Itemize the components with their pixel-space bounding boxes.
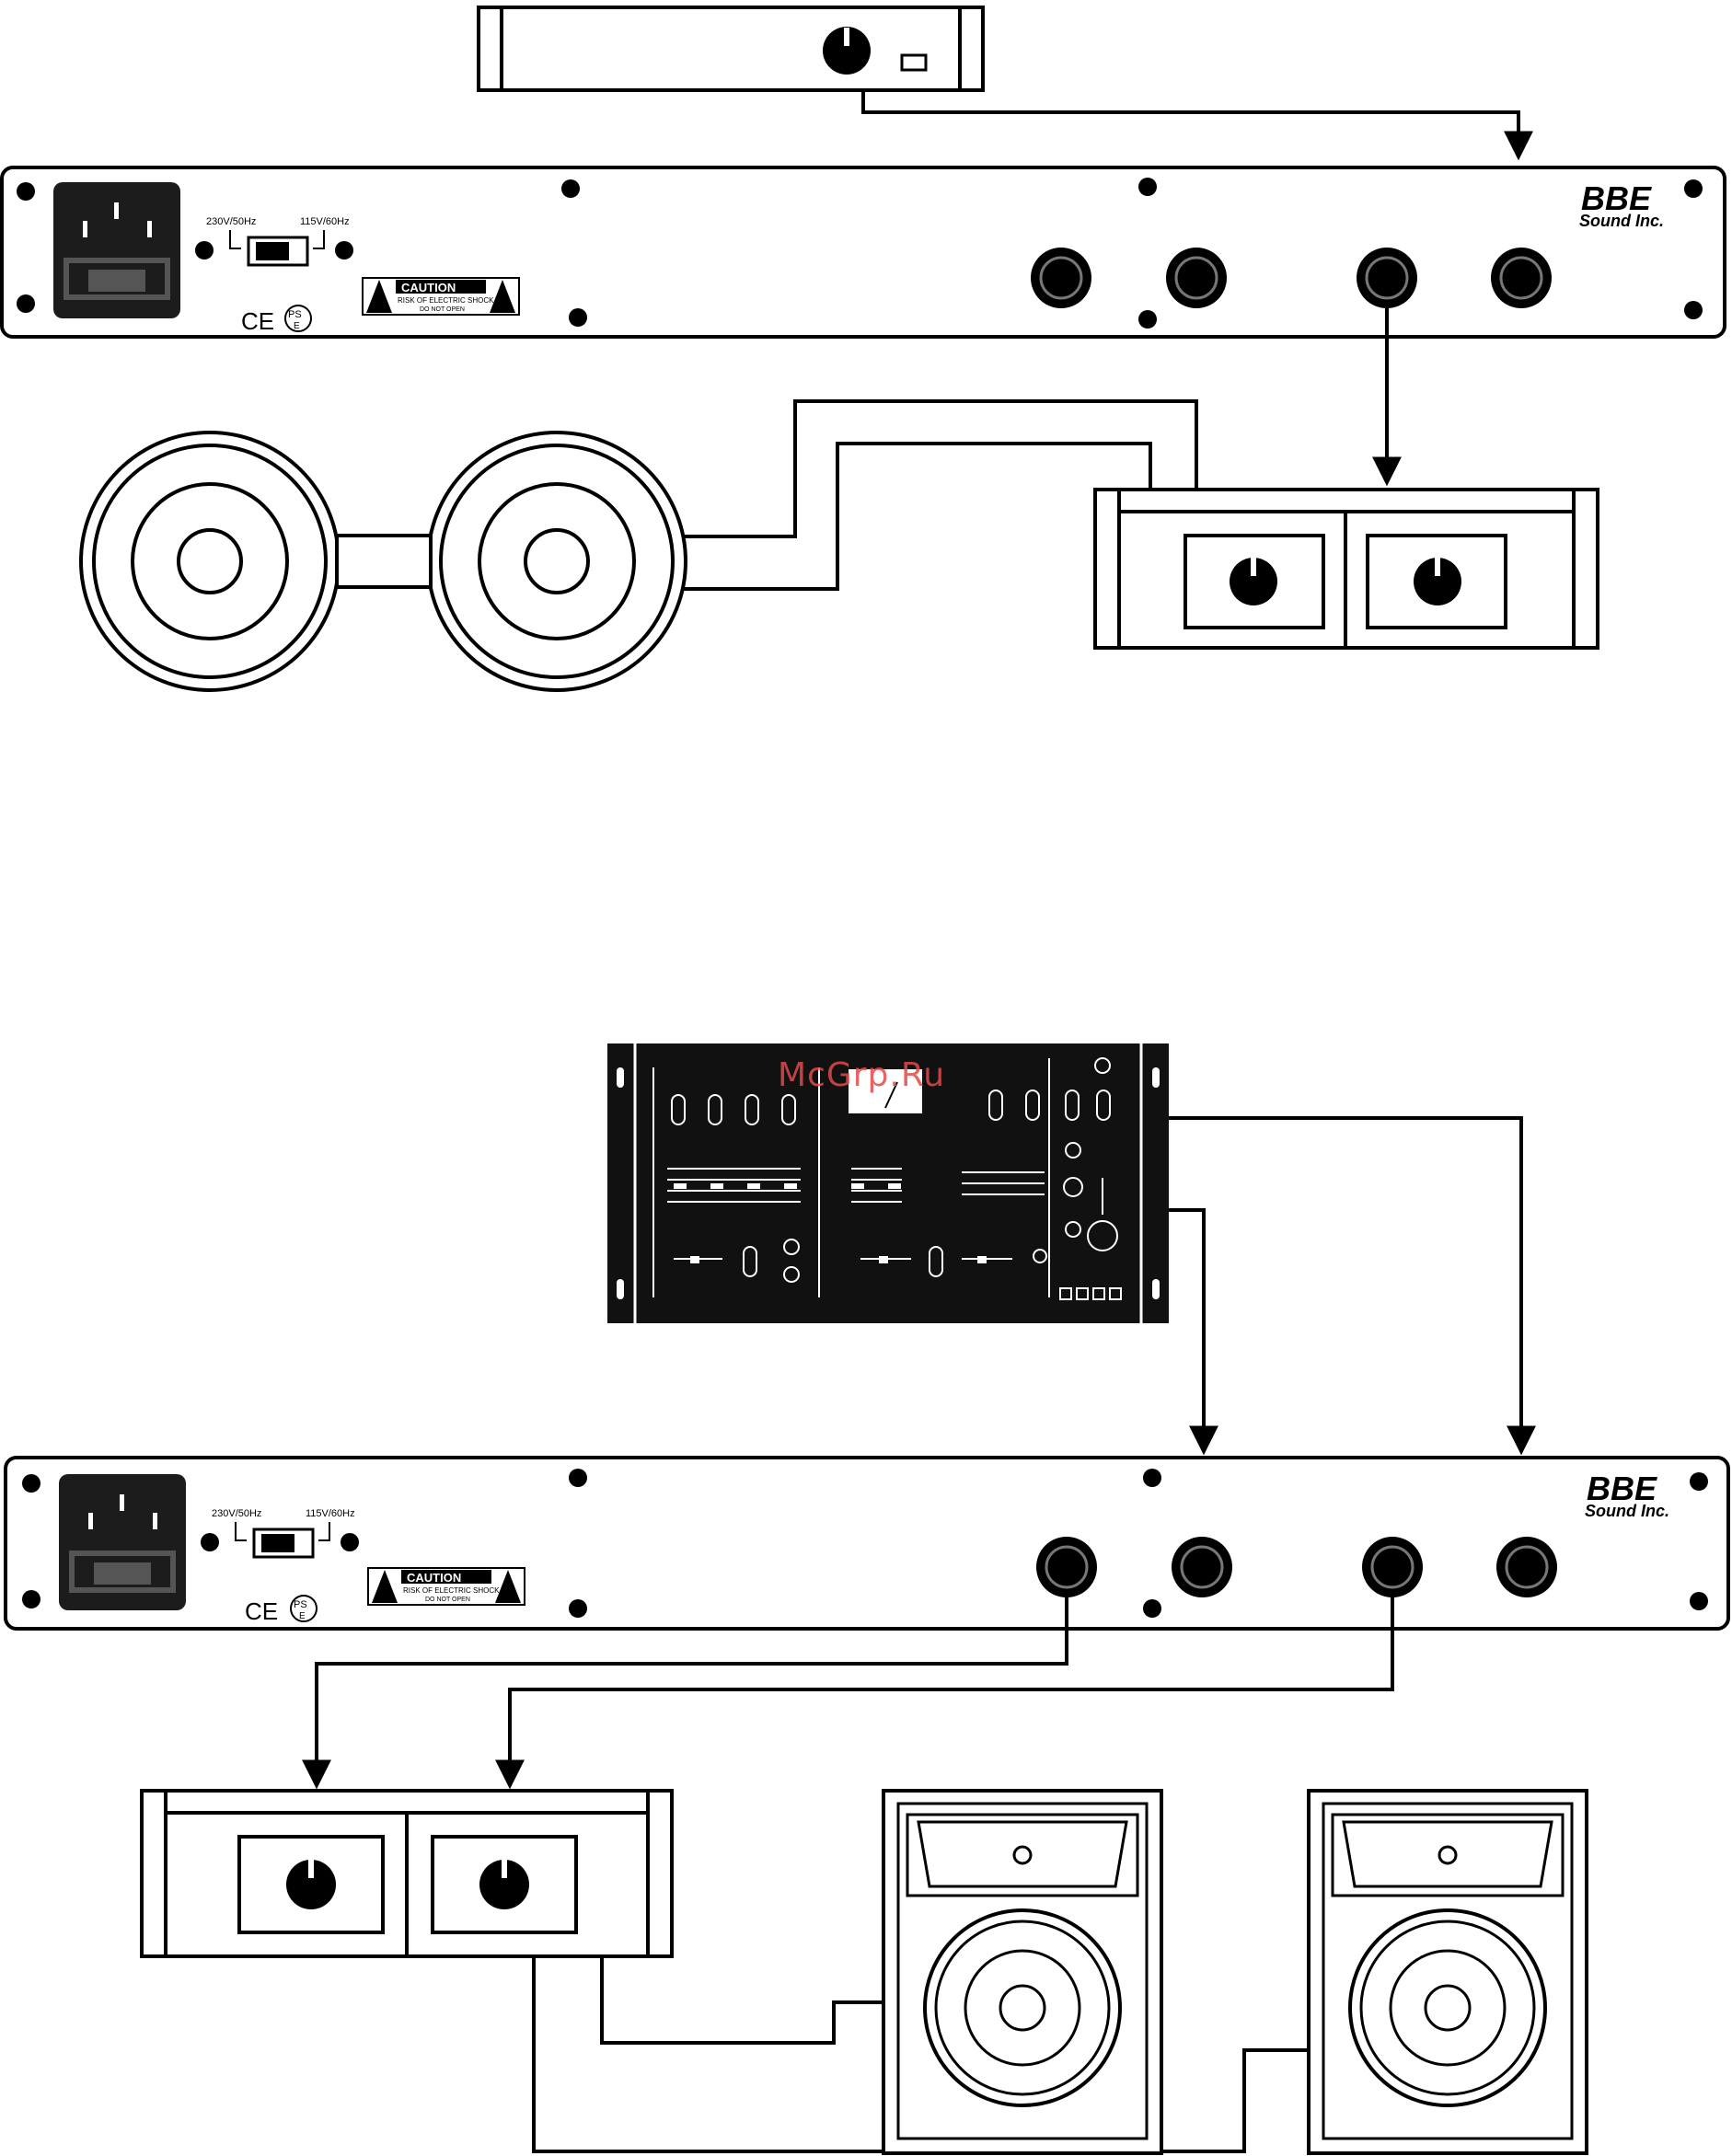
screw-icon: [17, 182, 35, 201]
caution-label: CAUTION RISK OF ELECTRIC SHOCK DO NOT OP…: [368, 1568, 525, 1605]
speaker-icon: [1309, 1791, 1587, 2153]
watermark: McGrp.Ru: [778, 1056, 945, 1094]
screw-icon: [341, 1533, 359, 1551]
voltage-label-right: 115V/60Hz: [300, 216, 350, 227]
screw-icon: [1684, 179, 1703, 198]
signal-cable-top-input: [863, 90, 1518, 155]
svg-text:RISK OF ELECTRIC SHOCK: RISK OF ELECTRIC SHOCK: [398, 296, 494, 305]
screw-icon: [22, 1474, 40, 1493]
jack-icon: [1172, 1537, 1232, 1597]
jack-icon: [1362, 1537, 1423, 1597]
screw-icon: [561, 179, 580, 198]
voltage-label-right: 115V/60Hz: [306, 1508, 355, 1519]
processor-rear-panel-top: 230V/50Hz 115V/60Hz CE PS E CAUTION RISK…: [2, 167, 1725, 337]
jack-icon: [1166, 248, 1227, 308]
screw-icon: [569, 308, 587, 327]
amplifier-bottom: [142, 1791, 672, 1956]
screw-icon: [201, 1533, 219, 1551]
svg-text:PS: PS: [288, 309, 302, 320]
speaker-icon: [81, 432, 339, 690]
ce-mark: CE: [245, 1597, 278, 1625]
svg-text:DO NOT OPEN: DO NOT OPEN: [425, 1597, 470, 1603]
caution-label: CAUTION RISK OF ELECTRIC SHOCK DO NOT OP…: [363, 278, 519, 315]
screw-icon: [1684, 301, 1703, 319]
jack-icon: [1496, 1537, 1557, 1597]
speaker-bridge: [337, 536, 431, 587]
mixer-cable-a: [1169, 1210, 1204, 1449]
svg-text:PS: PS: [294, 1599, 307, 1610]
screw-icon: [1138, 310, 1157, 329]
jack-icon: [1031, 248, 1091, 308]
svg-text:CAUTION: CAUTION: [407, 1571, 461, 1585]
speaker-icon: [428, 432, 686, 690]
brand-subtitle: Sound Inc.: [1579, 212, 1664, 230]
mixer-cable-b: [1169, 1118, 1521, 1449]
source-device-top: [479, 7, 983, 90]
jack-icon: [1491, 248, 1552, 308]
voltage-label-left: 230V/50Hz: [212, 1508, 261, 1519]
amplifier-top: [1095, 490, 1598, 648]
svg-text:CAUTION: CAUTION: [401, 281, 456, 294]
svg-text:E: E: [299, 1611, 306, 1621]
screw-icon: [1143, 1469, 1161, 1487]
svg-text:E: E: [294, 321, 300, 331]
svg-text:RISK OF ELECTRIC SHOCK: RISK OF ELECTRIC SHOCK: [403, 1586, 500, 1595]
jack-icon: [1357, 248, 1417, 308]
screw-icon: [22, 1590, 40, 1608]
brand-subtitle: Sound Inc.: [1585, 1502, 1669, 1520]
speaker-icon: [883, 1791, 1161, 2153]
screw-icon: [335, 241, 353, 259]
screw-icon: [1143, 1599, 1161, 1618]
jack-icon: [1036, 1537, 1097, 1597]
screw-icon: [569, 1469, 587, 1487]
screw-icon: [569, 1599, 587, 1618]
voltage-label-left: 230V/50Hz: [206, 216, 256, 227]
processor-rear-panel-bottom: 230V/50Hz 115V/60Hz CE PS E CAUTION RISK…: [6, 1458, 1728, 1629]
screw-icon: [1138, 178, 1157, 196]
screw-icon: [17, 294, 35, 313]
screw-icon: [1690, 1592, 1708, 1610]
indicator-led: [902, 55, 926, 70]
screw-icon: [195, 241, 214, 259]
screw-icon: [1690, 1472, 1708, 1491]
svg-text:DO NOT OPEN: DO NOT OPEN: [420, 306, 465, 313]
speaker-cable-top-b: [684, 444, 1150, 589]
ce-mark: CE: [241, 307, 274, 335]
speaker-cable-bottom-a: [602, 1956, 883, 2043]
